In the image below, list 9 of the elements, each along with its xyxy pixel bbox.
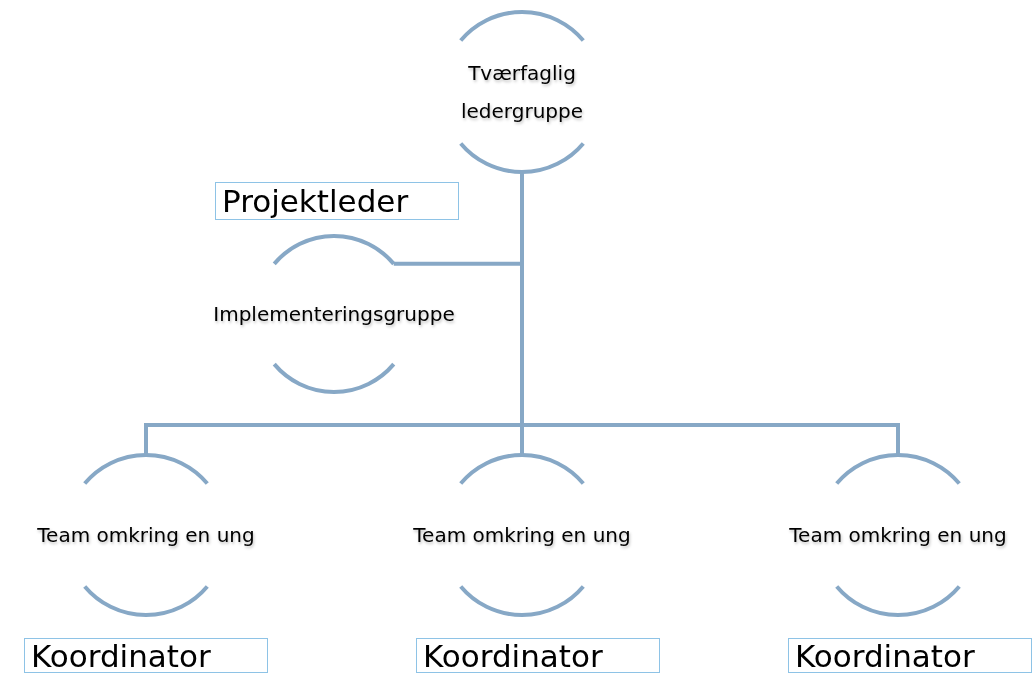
node-label: Tværfaglig ledergruppe <box>460 60 584 125</box>
title-box: Koordinator <box>24 638 268 673</box>
title-box: Koordinator <box>788 638 1032 673</box>
title-box: Koordinator <box>416 638 660 673</box>
node-label: Team omkring en ung <box>413 522 631 549</box>
node-label: Implementeringsgruppe <box>213 301 455 328</box>
title-box: Projektleder <box>215 182 459 220</box>
node-label: Team omkring en ung <box>789 522 1007 549</box>
node-label: Team omkring en ung <box>37 522 255 549</box>
